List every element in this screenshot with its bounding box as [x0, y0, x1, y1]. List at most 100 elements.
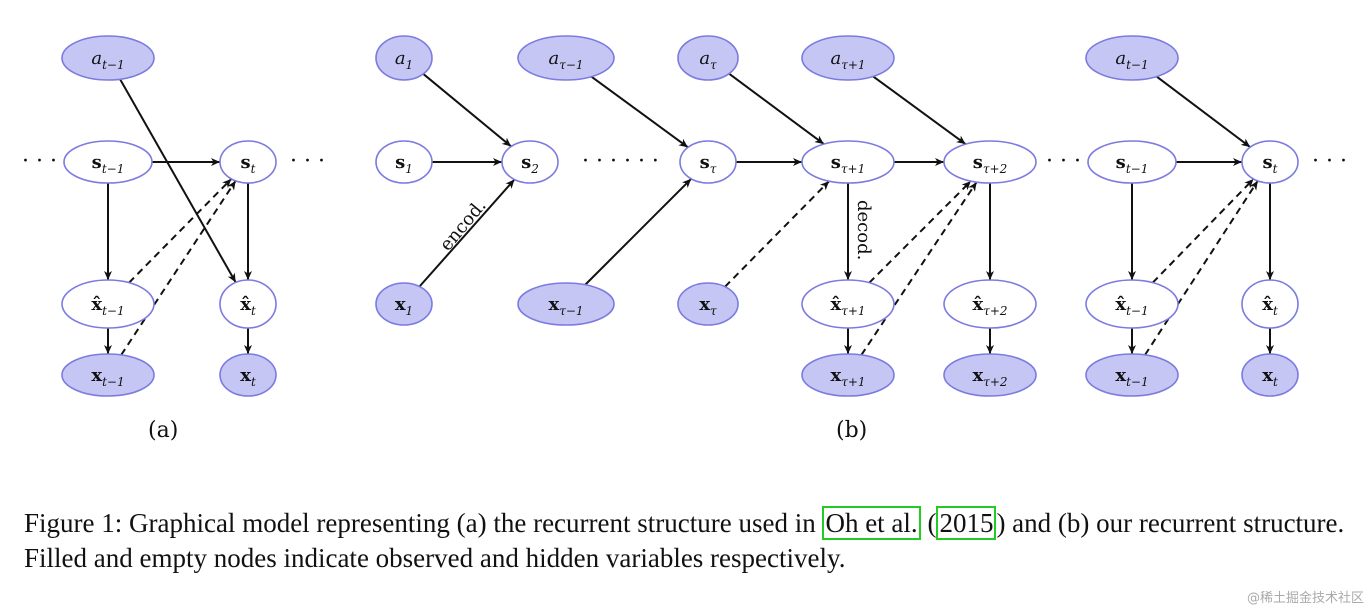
- encode-label: encod.: [436, 195, 491, 255]
- graphical-model-diagram: at−1 st−1 st x̂t−1 x̂t xt−1 xt a1 s1 s2 x1 aτ−1 xτ−1…: [22, 35, 1347, 443]
- node-label: st: [241, 152, 256, 176]
- node-ellipse: [1241, 140, 1299, 184]
- node-panel-b-xh-t: x̂t: [1241, 279, 1299, 329]
- node-panel-b-s-taup2: sτ+2: [943, 140, 1037, 184]
- node-ellipse: [63, 140, 153, 184]
- dashed-edge-x_tm1-to-s_t: [1144, 180, 1259, 356]
- node-ellipse: [1087, 140, 1177, 184]
- node-panel-b-xh-taup1: x̂τ+1: [801, 279, 895, 329]
- edge-x1-to-s2: [418, 178, 516, 288]
- edge-x_taum1-to-s_tau: [584, 178, 692, 286]
- panel-b-label: (b): [836, 418, 867, 443]
- node-label: xτ: [699, 294, 717, 318]
- node-ellipse: [375, 35, 433, 81]
- nodes-layer: at−1 st−1 st x̂t−1 x̂t xt−1 xt a1 s1 s2 x1 aτ−1 xτ−1…: [61, 35, 1299, 397]
- dashed-edge-x_tau-to-s_taup1: [724, 180, 830, 288]
- node-label: xτ+2: [972, 365, 1007, 389]
- node-ellipse: [61, 35, 155, 81]
- node-panel-b-xh-tm1: x̂t−1: [1085, 279, 1179, 329]
- node-ellipse: [943, 279, 1037, 329]
- dashed-edge-xh_tm1-to-s_t: [128, 178, 233, 284]
- node-ellipse: [943, 353, 1037, 397]
- node-panel-b-x-taum1: xτ−1: [517, 282, 615, 326]
- node-panel-b-a-tau: aτ: [677, 35, 739, 81]
- dashed-edge-xh_tm1-to-s_t: [1152, 178, 1255, 284]
- node-label: sτ+2: [973, 152, 1007, 176]
- node-panel-b-x-t: xt: [1241, 353, 1299, 397]
- node-panel-b-s-t: st: [1241, 140, 1299, 184]
- node-label: x̂t: [240, 294, 256, 318]
- node-ellipse: [1085, 279, 1179, 329]
- figure-caption: Figure 1: Graphical model representing (…: [24, 506, 1364, 576]
- node-label: st−1: [92, 152, 125, 176]
- node-ellipse: [219, 140, 277, 184]
- node-ellipse: [1085, 353, 1179, 397]
- node-panel-b-xh-taup2: x̂τ+2: [943, 279, 1037, 329]
- citation-author-link[interactable]: Oh et al.: [822, 506, 921, 540]
- node-panel-b-x-tau: xτ: [677, 282, 739, 326]
- edge-a1-to-s2: [422, 73, 512, 148]
- node-panel-b-a-tm1: at−1: [1085, 35, 1179, 81]
- edge-a_taum1-to-s_tau: [590, 75, 689, 149]
- node-ellipse: [801, 279, 895, 329]
- edge-a_tau-to-s_taup1: [728, 72, 825, 145]
- node-ellipse: [1241, 353, 1299, 397]
- node-label: s1: [395, 152, 413, 176]
- ellipsis-right-b: · · ·: [1312, 149, 1347, 174]
- node-label: x̂t−1: [1115, 294, 1148, 318]
- node-ellipse: [801, 35, 895, 81]
- edge-a_tm1-to-xh_t: [119, 78, 237, 283]
- node-label: x̂τ+2: [972, 294, 1007, 318]
- node-label: xt−1: [1115, 365, 1148, 389]
- node-label: aτ: [699, 48, 717, 72]
- caption-suffix: ) and (b) our recurrent structure. Fille…: [24, 508, 1345, 573]
- decode-label: decod.: [853, 200, 874, 260]
- watermark: @稀土掘金技术社区: [1246, 591, 1364, 606]
- node-ellipse: [375, 140, 433, 184]
- node-panel-b-x1: x1: [375, 282, 433, 326]
- node-ellipse: [61, 353, 155, 397]
- node-ellipse: [943, 140, 1037, 184]
- node-label: sτ: [700, 152, 717, 176]
- node-panel-b-x-tm1: xt−1: [1085, 353, 1179, 397]
- dashed-edge-x_tm1-to-s_t: [120, 180, 237, 356]
- node-ellipse: [517, 282, 615, 326]
- node-panel-b-s-tau: sτ: [679, 140, 737, 184]
- node-ellipse: [517, 35, 615, 81]
- node-label: x̂t−1: [91, 294, 124, 318]
- ellipsis-mid-b: · · · · · ·: [582, 149, 659, 174]
- node-panel-b-s-taup1: sτ+1: [801, 140, 895, 184]
- node-label: s2: [521, 152, 539, 176]
- node-ellipse: [801, 140, 895, 184]
- node-panel-a-x-t: xt: [219, 353, 277, 397]
- node-ellipse: [1085, 35, 1179, 81]
- node-panel-b-a-taup1: aτ+1: [801, 35, 895, 81]
- ellipsis-left-a: · · ·: [22, 149, 57, 174]
- node-ellipse: [1241, 279, 1299, 329]
- edge-a_tm1-to-s_t: [1156, 75, 1251, 148]
- node-panel-a-xh-tm1: x̂t−1: [61, 279, 155, 329]
- node-label: at−1: [1115, 48, 1148, 72]
- node-label: x1: [395, 294, 413, 318]
- node-label: st: [1263, 152, 1278, 176]
- citation-year-link[interactable]: 2015: [936, 506, 997, 540]
- dashed-edge-xh_taup1-to-s_taup2: [868, 180, 972, 284]
- node-panel-b-x-taup1: xτ+1: [801, 353, 895, 397]
- node-label: aτ+1: [830, 48, 865, 72]
- node-panel-a-s-tm1: st−1: [63, 140, 153, 184]
- node-label: aτ−1: [548, 48, 583, 72]
- node-label: st−1: [1116, 152, 1149, 176]
- node-label: x̂t: [1262, 294, 1278, 318]
- node-panel-a-x-tm1: xt−1: [61, 353, 155, 397]
- edges-layer: [104, 72, 1274, 356]
- node-ellipse: [219, 353, 277, 397]
- node-label: at−1: [91, 48, 124, 72]
- node-ellipse: [679, 140, 737, 184]
- caption-prefix: Figure 1: Graphical model representing (…: [24, 508, 823, 538]
- node-panel-a-xh-t: x̂t: [219, 279, 277, 329]
- node-label: a1: [395, 48, 413, 72]
- panel-a-label: (a): [148, 418, 178, 443]
- node-panel-a-a-tm1: at−1: [61, 35, 155, 81]
- node-panel-b-s1: s1: [375, 140, 433, 184]
- node-panel-b-x-taup2: xτ+2: [943, 353, 1037, 397]
